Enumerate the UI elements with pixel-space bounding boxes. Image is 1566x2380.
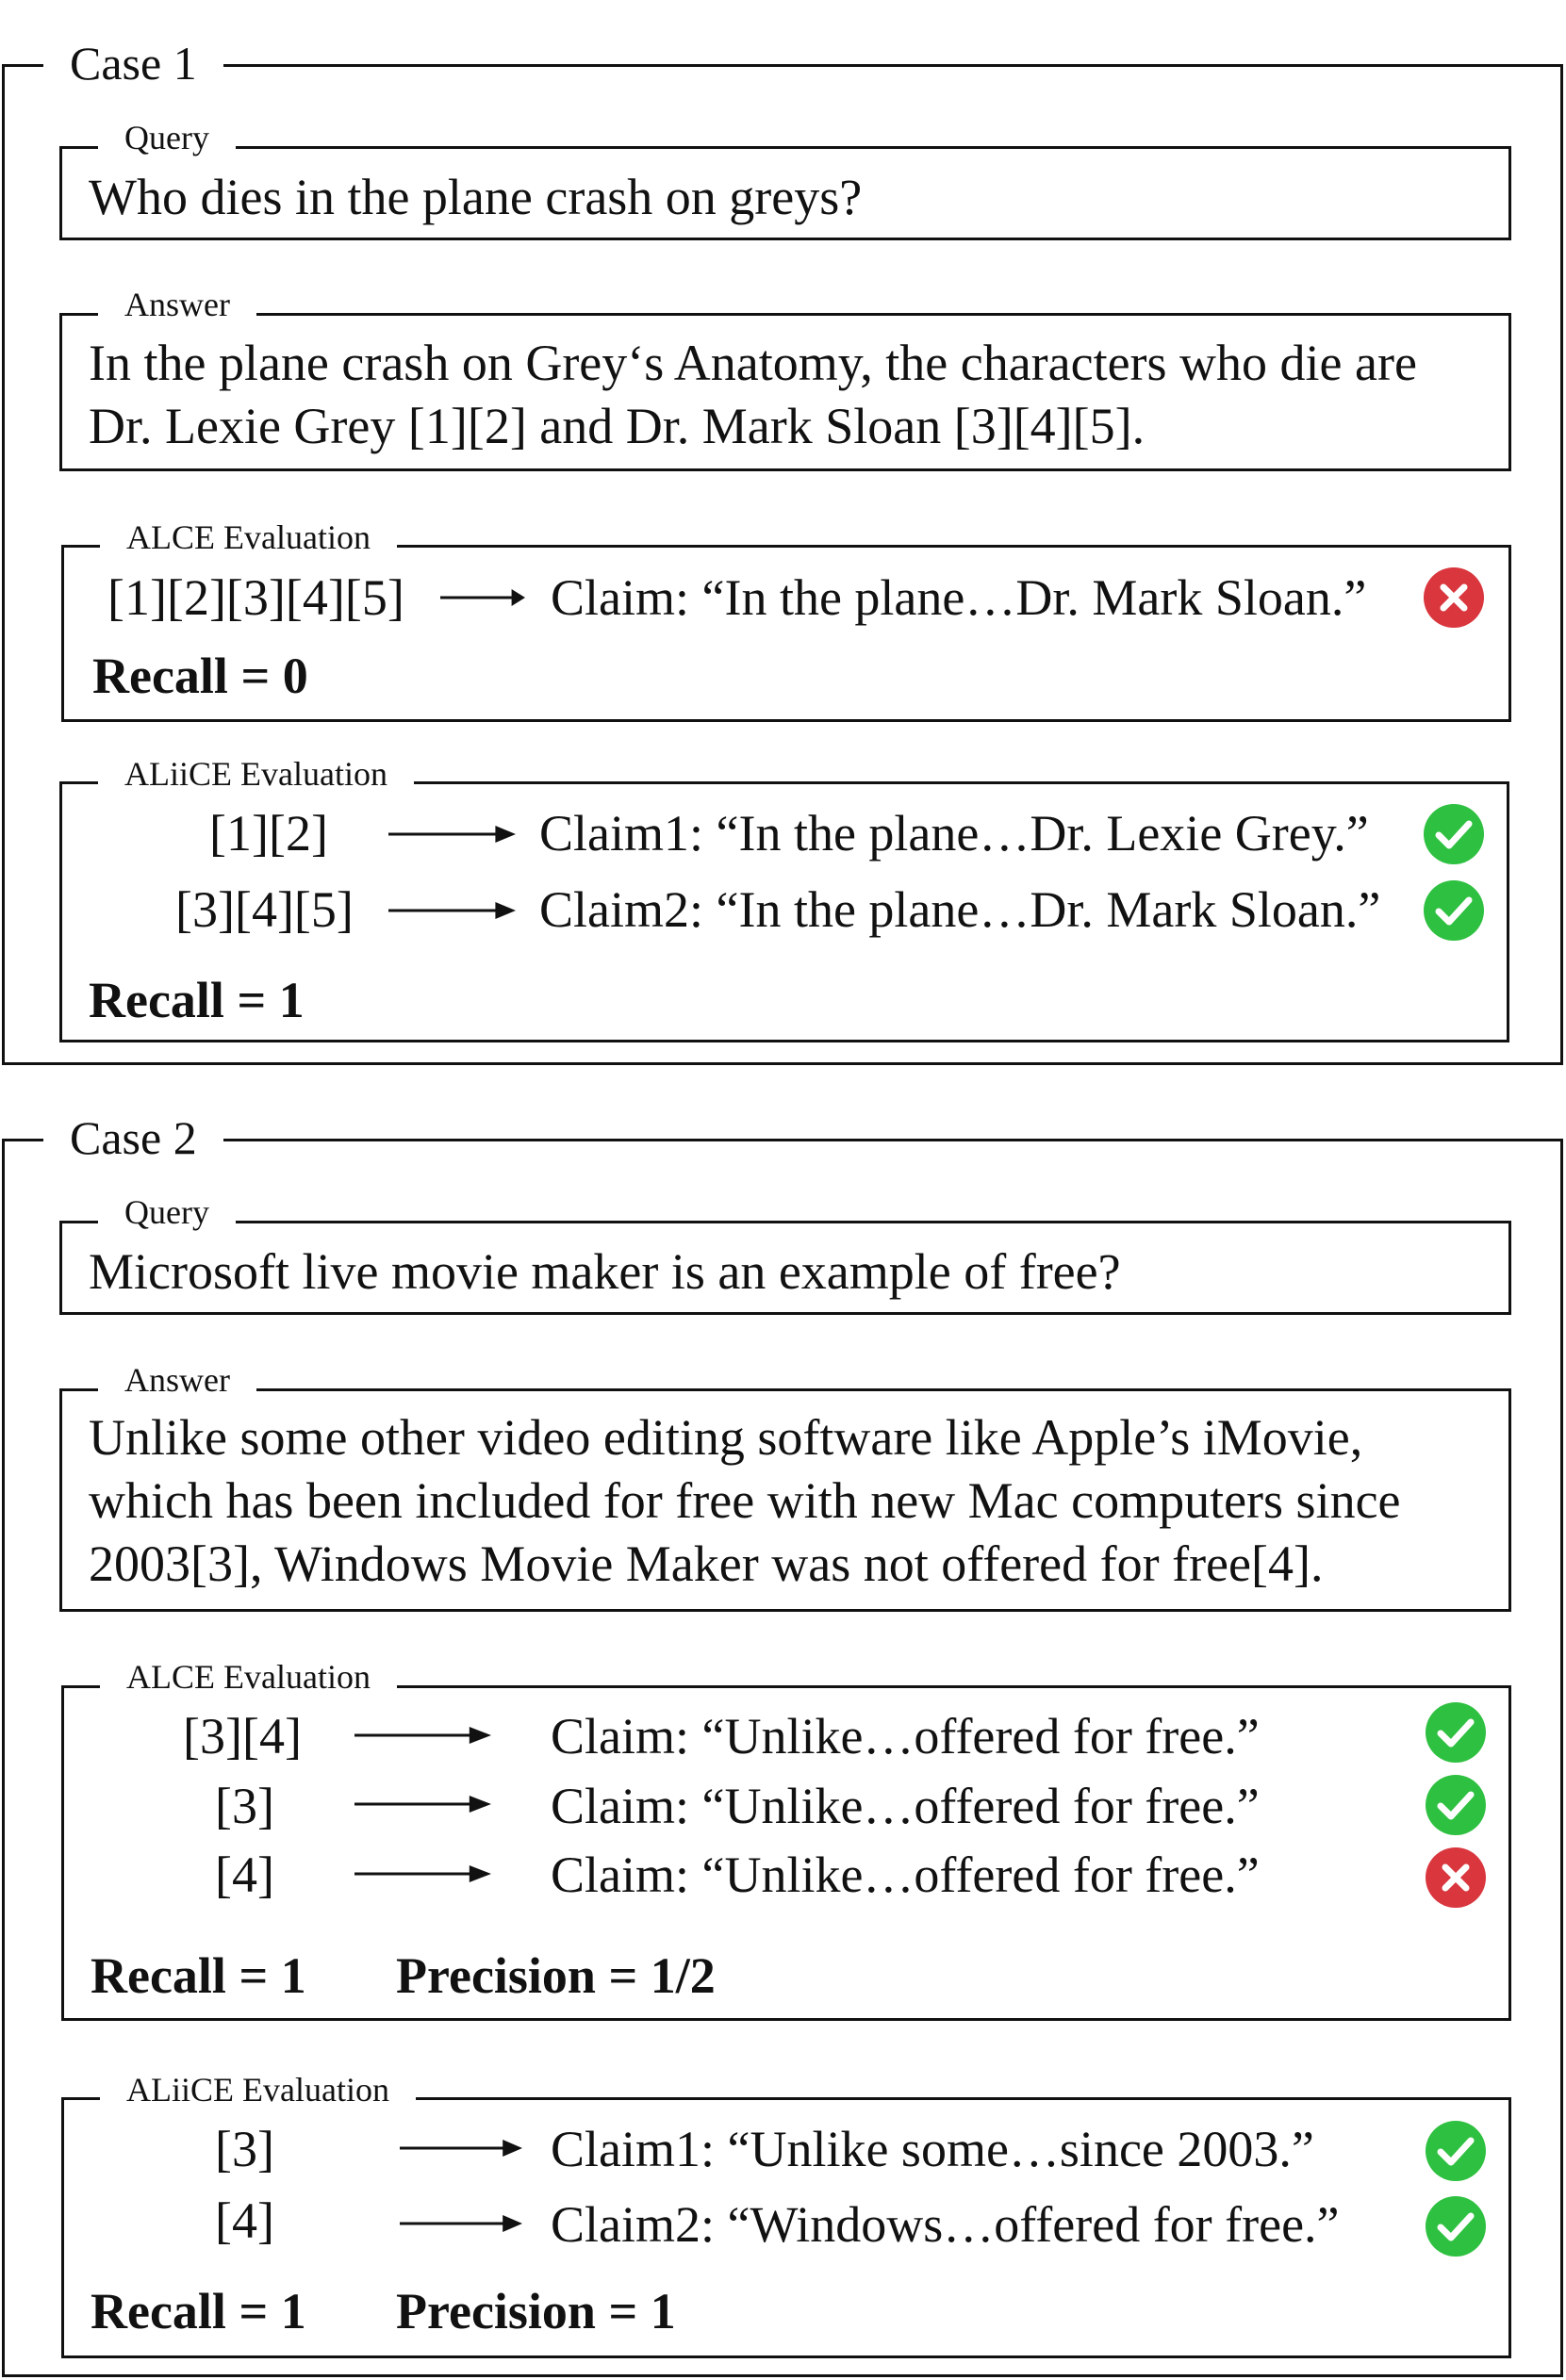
case1-title: Case 1: [43, 40, 223, 87]
case2-alce-claim-1: Claim: “Unlike…offered for free.”: [551, 1708, 1260, 1764]
arrow-icon: [400, 2209, 522, 2238]
case1-answer-label: Answer: [98, 287, 256, 321]
case2-alce-citations-2: [3]: [215, 1778, 274, 1834]
case1-alce-box: [61, 545, 1511, 722]
case2-answer-box: [59, 1388, 1511, 1612]
case1-alce-recall: Recall = 0: [92, 648, 308, 704]
case2-alce-precision: Precision = 1/2: [396, 1947, 716, 2004]
case2-alce-box: [61, 1685, 1511, 2021]
arrow-icon: [354, 1790, 491, 1818]
case1-alce-citations-1: [1][2][3][4][5]: [107, 569, 404, 626]
case1-alce-claim-1: Claim: “In the plane…Dr. Mark Sloan.”: [551, 569, 1367, 626]
check-circle-icon: [1425, 2120, 1487, 2182]
arrow-icon: [354, 1721, 491, 1749]
case1-aliice-claim-2: Claim2: “In the plane…Dr. Mark Sloan.”: [539, 881, 1381, 938]
case2-query-text: Microsoft live movie maker is an example…: [89, 1243, 1121, 1300]
arrow-icon: [400, 2134, 522, 2162]
case1-alce-label: ALCE Evaluation: [100, 520, 397, 554]
case2-aliice-box: [61, 2097, 1511, 2358]
x-circle-icon: [1423, 566, 1485, 629]
arrow-icon: [354, 1860, 491, 1888]
case2-answer-line-2: which has been included for free with ne…: [89, 1472, 1401, 1529]
case2-aliice-citations-2: [4]: [215, 2192, 274, 2249]
case1-query-text: Who dies in the plane crash on greys?: [89, 169, 863, 225]
case2-answer-label: Answer: [98, 1363, 256, 1397]
case2-answer-line-3: 2003[3], Windows Movie Maker was not off…: [89, 1535, 1324, 1592]
case1-answer-box: [59, 313, 1511, 471]
case2-aliice-citations-1: [3]: [215, 2121, 274, 2177]
case2-frame: [2, 1139, 1563, 2377]
case1-query-box: [59, 146, 1511, 240]
check-circle-icon: [1425, 1774, 1487, 1836]
case1-aliice-citations-2: [3][4][5]: [175, 881, 354, 938]
check-circle-icon: [1423, 879, 1485, 942]
x-circle-icon: [1425, 1847, 1487, 1909]
case2-aliice-claim-1: Claim1: “Unlike some…since 2003.”: [551, 2121, 1314, 2177]
case1-answer-line-1: In the plane crash on Grey‘s Anatomy, th…: [89, 335, 1417, 391]
case2-alce-recall: Recall = 1: [91, 1947, 306, 2004]
case2-aliice-label: ALiiCE Evaluation: [100, 2073, 416, 2107]
arrow-icon: [388, 896, 516, 925]
case1-aliice-label: ALiiCE Evaluation: [98, 757, 414, 791]
case1-aliice-box: [59, 781, 1509, 1042]
case2-alce-claim-2: Claim: “Unlike…offered for free.”: [551, 1778, 1260, 1834]
check-circle-icon: [1425, 1701, 1487, 1764]
case1-aliice-claim-1: Claim1: “In the plane…Dr. Lexie Grey.”: [539, 805, 1369, 862]
case1-aliice-citations-1: [1][2]: [209, 805, 328, 862]
case2-aliice-precision: Precision = 1: [396, 2283, 676, 2339]
case2-alce-citations-3: [4]: [215, 1847, 274, 1903]
case2-query-label: Query: [98, 1195, 236, 1229]
case2-alce-claim-3: Claim: “Unlike…offered for free.”: [551, 1847, 1260, 1903]
case2-answer-line-1: Unlike some other video editing software…: [89, 1409, 1363, 1466]
case2-alce-citations-1: [3][4]: [183, 1708, 302, 1764]
case2-aliice-recall: Recall = 1: [91, 2283, 306, 2339]
case1-query-label: Query: [98, 121, 236, 155]
arrow-icon: [388, 820, 516, 848]
case2-title: Case 2: [43, 1114, 223, 1161]
case2-alce-label: ALCE Evaluation: [100, 1660, 397, 1694]
check-circle-icon: [1425, 2195, 1487, 2257]
case1-answer-line-2: Dr. Lexie Grey [1][2] and Dr. Mark Sloan…: [89, 398, 1146, 454]
check-circle-icon: [1423, 803, 1485, 865]
case2-query-box: [59, 1221, 1511, 1315]
arrow-icon: [440, 583, 525, 612]
case1-frame: [2, 64, 1563, 1065]
case1-aliice-recall: Recall = 1: [89, 972, 305, 1028]
case2-aliice-claim-2: Claim2: “Windows…offered for free.”: [551, 2196, 1340, 2253]
